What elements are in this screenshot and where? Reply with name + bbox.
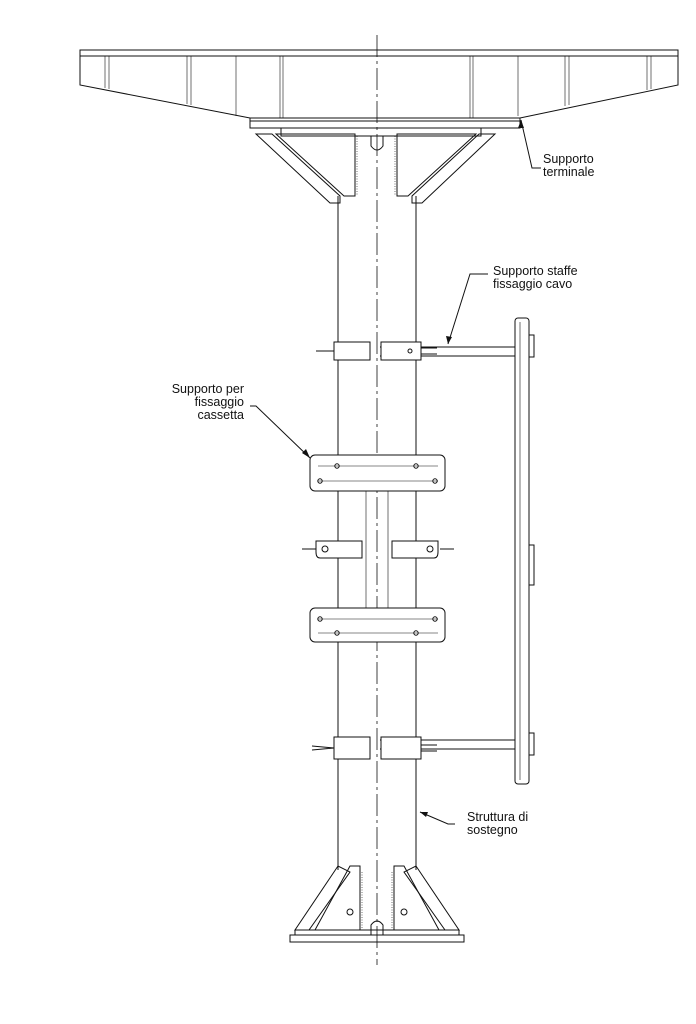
label-struttura-2: sostegno bbox=[467, 823, 518, 837]
leader-lines bbox=[250, 119, 541, 825]
label-supporto-terminale-2: terminale bbox=[543, 165, 594, 179]
cable-bracket-plate bbox=[380, 317, 535, 785]
label-supporto-terminale-1: Supporto bbox=[543, 152, 594, 166]
base-gussets bbox=[289, 865, 465, 943]
lower-cable-clamp bbox=[311, 736, 437, 760]
upper-cable-clamp bbox=[316, 341, 437, 361]
label-supporto-staffe-2: fissaggio cavo bbox=[493, 277, 572, 291]
cassette-mid-clamp bbox=[302, 540, 454, 559]
cassette-plate-lower bbox=[309, 607, 446, 643]
label-supporto-staffe-1: Supporto staffe bbox=[493, 264, 578, 278]
leader-arrows bbox=[302, 120, 524, 817]
label-supporto-cassetta-2: fissaggio bbox=[195, 395, 244, 409]
top-gussets bbox=[254, 127, 497, 204]
top-terminal-support bbox=[79, 49, 679, 129]
label-supporto-cassetta-3: cassetta bbox=[197, 408, 244, 422]
label-supporto-cassetta-1: Supporto per bbox=[172, 382, 244, 396]
label-struttura-1: Struttura di bbox=[467, 810, 528, 824]
cassette-plate-upper bbox=[309, 454, 446, 492]
